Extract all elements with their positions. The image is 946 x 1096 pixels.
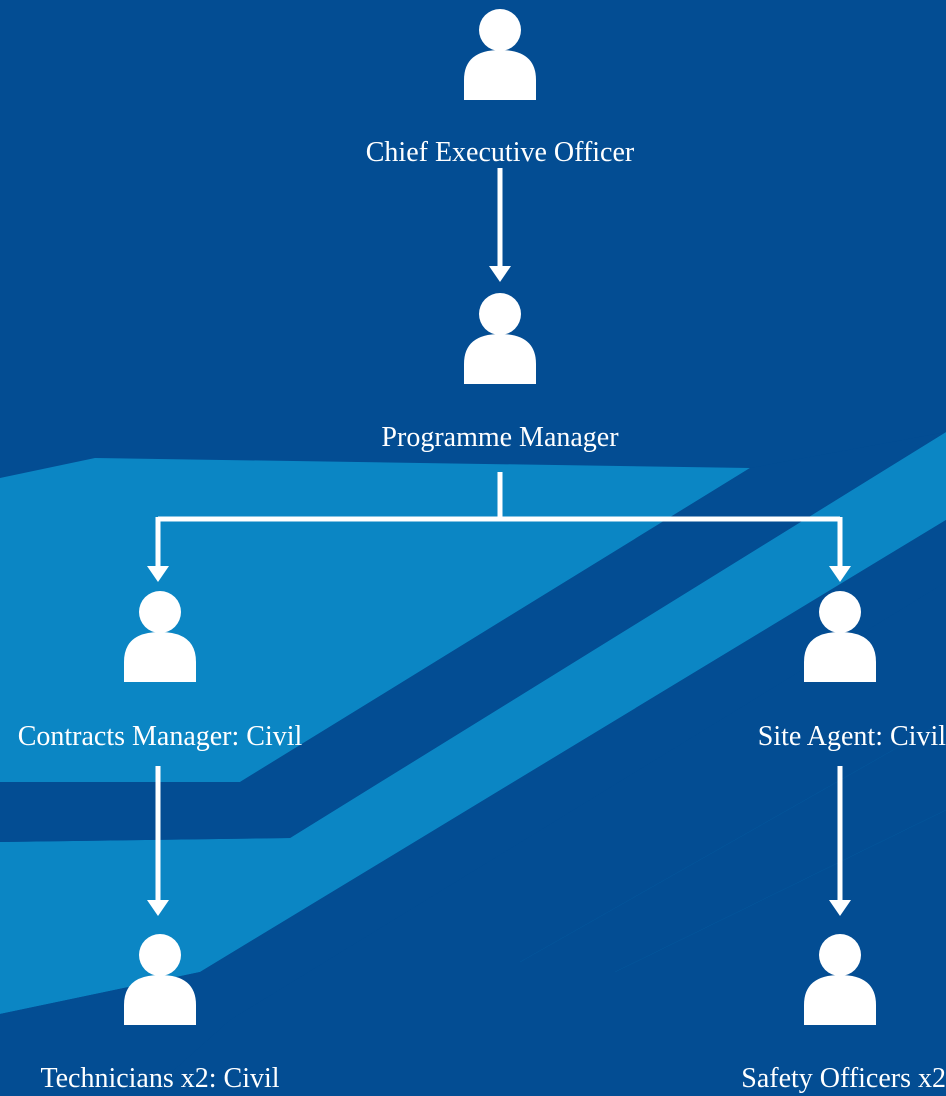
- contracts-manager-label: Contracts Manager: Civil: [17, 721, 303, 752]
- site-agent-label: Site Agent: Civil: [757, 721, 946, 752]
- safety-officers-label: Safety Officers x2: [741, 1063, 946, 1094]
- person-icon: [464, 9, 536, 100]
- connector-arrowheads: [147, 266, 851, 916]
- technicians-label: Technicians x2: Civil: [40, 1063, 280, 1094]
- person-icon: [804, 591, 876, 682]
- arrowhead-safety-officers: [829, 900, 851, 916]
- arrowhead-technicians: [147, 900, 169, 916]
- ceo-label: Chief Executive Officer: [365, 137, 635, 168]
- background-light-region: [0, 432, 946, 1096]
- person-icon: [124, 591, 196, 682]
- person-icon: [124, 934, 196, 1025]
- arrowhead-contracts-manager: [147, 566, 169, 582]
- background-band-2: [0, 520, 946, 1096]
- background-band-1: [0, 432, 946, 842]
- person-icon: [464, 293, 536, 384]
- person-icon: [804, 934, 876, 1025]
- arrowhead-programme-manager: [489, 266, 511, 282]
- arrowhead-site-agent: [829, 566, 851, 582]
- programme-manager-label: Programme Manager: [381, 422, 619, 453]
- connector-lines: [155, 168, 843, 902]
